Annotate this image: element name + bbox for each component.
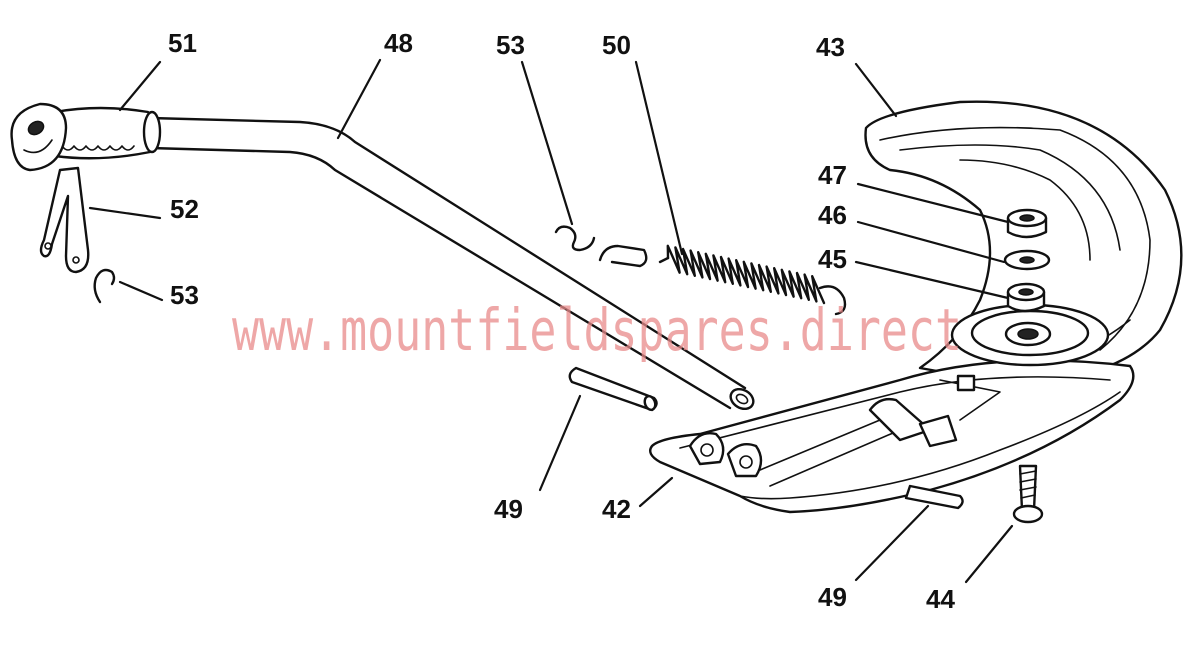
deflector-plate xyxy=(864,100,1183,386)
label-part-51: 51 xyxy=(168,28,197,58)
label-part-43: 43 xyxy=(816,32,845,62)
bushing-stack xyxy=(950,208,1110,367)
s-hook-upper xyxy=(554,225,596,252)
label-part-50: 50 xyxy=(602,30,631,60)
leader-lines xyxy=(88,58,1014,584)
label-part-48: 48 xyxy=(384,28,413,58)
watermark-text: www.mountfieldspares.direct xyxy=(232,296,962,364)
label-part-47: 47 xyxy=(818,160,847,190)
label-part-45: 45 xyxy=(818,244,847,274)
part-labels: 51 48 52 53 53 50 43 47 46 45 49 42 49 4… xyxy=(168,28,955,614)
label-part-46: 46 xyxy=(818,200,847,230)
label-part-53-upper: 53 xyxy=(496,30,525,60)
label-part-44: 44 xyxy=(926,584,955,614)
hand-grip xyxy=(10,102,162,172)
label-part-49-upper: 49 xyxy=(494,494,523,524)
clip-part xyxy=(39,166,90,274)
pivot-pin xyxy=(568,366,658,412)
tension-spring xyxy=(598,244,847,316)
carriage-bolt xyxy=(1012,464,1044,524)
handle-rod xyxy=(148,116,755,411)
label-part-49-lower: 49 xyxy=(818,582,847,612)
skid-plate xyxy=(649,359,1135,514)
label-part-52: 52 xyxy=(170,194,199,224)
label-part-53-lower: 53 xyxy=(170,280,199,310)
label-part-42: 42 xyxy=(602,494,631,524)
s-hook-small xyxy=(93,268,116,304)
